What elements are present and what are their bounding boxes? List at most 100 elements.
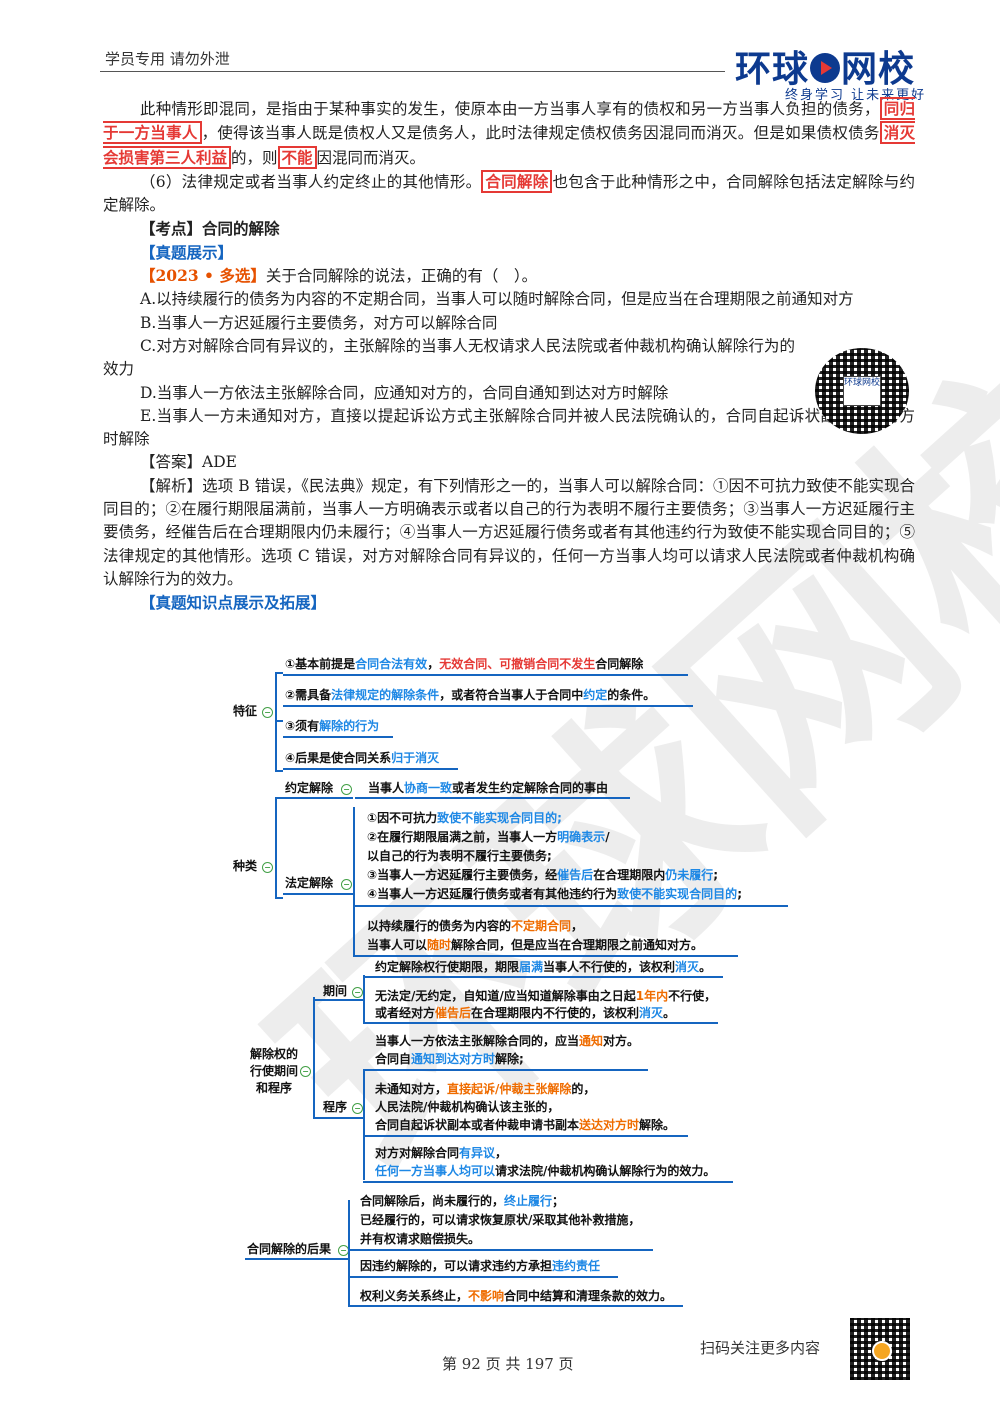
node-yueding: 约定解除: [285, 781, 334, 795]
text: 无法定/无约定，自知道/应当知道解除事由之日起: [375, 989, 636, 1003]
text: 当事人不行使的，该权利: [543, 960, 676, 974]
collapse-icon[interactable]: −: [300, 1066, 311, 1077]
question-tag: 【2023 • 多选】: [140, 266, 266, 286]
node-fd5: ④当事人一方迟延履行债务或者有其他违约行为致使不能实现合同目的;: [367, 886, 742, 903]
collapse-icon[interactable]: −: [341, 879, 352, 890]
text: 终止履行: [504, 1194, 553, 1208]
text: 消灭: [675, 960, 700, 974]
text: ；: [552, 1194, 565, 1208]
option-b: B.当事人一方迟延履行主要债务，对方可以解除合同: [140, 313, 498, 332]
text: 届满: [519, 960, 544, 974]
collapse-icon[interactable]: −: [352, 1103, 363, 1114]
text: ②在履行期限届满之前，当事人一方: [367, 830, 558, 844]
text: 权利义务关系终止，: [360, 1289, 469, 1303]
node-chengxu: 程序: [323, 1100, 348, 1114]
text: 当事人可以: [367, 938, 428, 952]
node-xingshi: 解除权的行使期间和程序: [249, 1047, 298, 1095]
highlight-box: 合同解除: [481, 169, 553, 193]
logo-play-icon: [810, 53, 841, 83]
text: /: [605, 830, 610, 844]
connector: [353, 807, 355, 957]
node-cx6: 对方对解除合同有异议，: [375, 1145, 507, 1162]
node-f1: ①基本前提是合同合法有效，无效合同、可撤销合同不发生合同解除: [285, 656, 643, 673]
node-houguo: 合同解除的后果: [247, 1242, 332, 1256]
node-hg3: 并有权请求赔偿损失。: [360, 1232, 481, 1246]
underline: [353, 905, 788, 907]
question-stem: 【2023 • 多选】关于合同解除的说法，正确的有（ ）。: [103, 264, 915, 288]
page-number: 第 92 页 共 197 页: [442, 1355, 574, 1373]
text: 对方。: [603, 1034, 640, 1048]
text: 1年内: [635, 989, 669, 1003]
mini-program-qr-icon[interactable]: 环球网校: [815, 348, 909, 434]
connector: [348, 1200, 350, 1305]
text: 此种情形即混同，是指由于某种事实的发生，使原本由一方当事人享有的债权和另一方当事…: [140, 100, 880, 118]
node-yd: 当事人协商一致或者发生约定解除合同的事由: [368, 780, 608, 797]
underline: [348, 1249, 653, 1251]
connector: [363, 975, 365, 1022]
node-f2: ②需具备法律规定的解除条件，或者符合当事人于合同中约定的条件。: [285, 687, 655, 704]
text: 合同合法有效: [355, 657, 428, 671]
paragraph-merger: 此种情形即混同，是指由于某种事实的发生，使原本由一方当事人享有的债权和另一方当事…: [103, 97, 915, 170]
text: 协商一致: [404, 781, 453, 795]
text: 送达对方时: [579, 1118, 640, 1132]
text: 因混同而消灭。: [316, 148, 426, 167]
text: 合同中结算和清理条款的效力。: [504, 1289, 673, 1303]
connector: [363, 1070, 365, 1180]
underline: [283, 768, 458, 770]
node-hg5: 权利义务关系终止，不影响合同中结算和清理条款的效力。: [360, 1288, 672, 1305]
underline: [363, 1135, 688, 1137]
node-f4: ④后果是使合同关系归于消灭: [285, 750, 439, 767]
text: 的，: [571, 1082, 596, 1096]
node-tezheng: 特征: [233, 704, 258, 718]
scan-prompt: 扫码关注更多内容: [700, 1339, 821, 1357]
text: 合同自: [375, 1052, 412, 1066]
text: ①因不可抗力: [367, 811, 438, 825]
text: 催告后: [557, 868, 594, 882]
collapse-icon[interactable]: −: [262, 862, 273, 873]
node-cx2: 合同自通知到达对方时解除;: [375, 1051, 524, 1068]
text: 对方对解除合同: [375, 1146, 460, 1160]
highlight-box: 消灭会损害第三人利益: [103, 121, 915, 169]
collapse-icon[interactable]: −: [352, 987, 363, 998]
text: 法律规定的解除条件: [331, 688, 440, 702]
answer: 【答案】ADE: [140, 453, 237, 472]
connector: [313, 997, 315, 1117]
underline: [363, 1022, 718, 1024]
text: 或者发生约定解除合同的事由: [452, 781, 609, 795]
text: 以持续履行的债务为内容的: [367, 919, 512, 933]
text: 约定: [583, 688, 608, 702]
node-qj1: 约定解除权行使期限，期限届满当事人不行使的，该权利消灭。: [375, 959, 711, 976]
text: 合同解除后，尚未履行的，: [360, 1194, 505, 1208]
node-fd2: ②在履行期限届满之前，当事人一方明确表示/: [367, 829, 610, 846]
connector: [275, 672, 277, 772]
node-bd2: 当事人可以随时解除合同，但是应当在合理期限之前通知对方。: [367, 937, 703, 954]
collapse-icon[interactable]: −: [262, 707, 273, 718]
node-hg2: 已经履行的，可以请求恢复原状/采取其他补救措施，: [360, 1213, 641, 1227]
collapse-icon[interactable]: −: [341, 784, 352, 795]
text: 任何一方当事人均可以: [375, 1164, 496, 1178]
node-fd3: 以自己的行为表明不履行主要债务;: [367, 849, 552, 863]
node-cx5: 合同自起诉状副本或者仲裁申请书副本送达对方时解除。: [375, 1117, 675, 1134]
text: 。: [699, 960, 712, 974]
text: 关于合同解除的说法，正确的有（ ）。: [265, 267, 538, 286]
text: ，: [571, 919, 584, 933]
text: 消灭: [639, 1006, 664, 1020]
text: （6）法律规定或者当事人约定终止的其他情形。: [140, 172, 482, 191]
node-qj3: 或者经对方催告后在合理期限内不行使的，该权利消灭。: [375, 1005, 675, 1022]
option-e: E.当事人一方未通知对方，直接以提起诉讼方式主张解除合同并被人民法院确认的，合同…: [103, 406, 915, 449]
footer-qr-icon[interactable]: [850, 1318, 910, 1380]
section-zhenti: 【真题展示】: [140, 242, 234, 262]
option-c: C.对方对解除合同有异议的，主张解除的当事人无权请求人民法院或者仲裁机构确认解除…: [103, 336, 795, 379]
text: 解除合同，但是应当在合理期限之前通知对方。: [451, 938, 704, 952]
text: 不定期合同: [511, 919, 572, 933]
node-fading: 法定解除: [285, 876, 334, 890]
node-qijian: 期间: [323, 984, 348, 998]
text: 致使不能实现合同目的;: [437, 811, 562, 825]
text: 催告后: [435, 1006, 472, 1020]
text: 直接起诉/仲裁主张解除: [447, 1082, 572, 1096]
text: ③当事人一方迟延履行主要债务，经: [367, 868, 558, 882]
text: 解除的行为: [319, 719, 380, 733]
brand-slogan: 终身学习 让未来更好: [785, 88, 927, 103]
text: 当事人: [368, 781, 405, 795]
